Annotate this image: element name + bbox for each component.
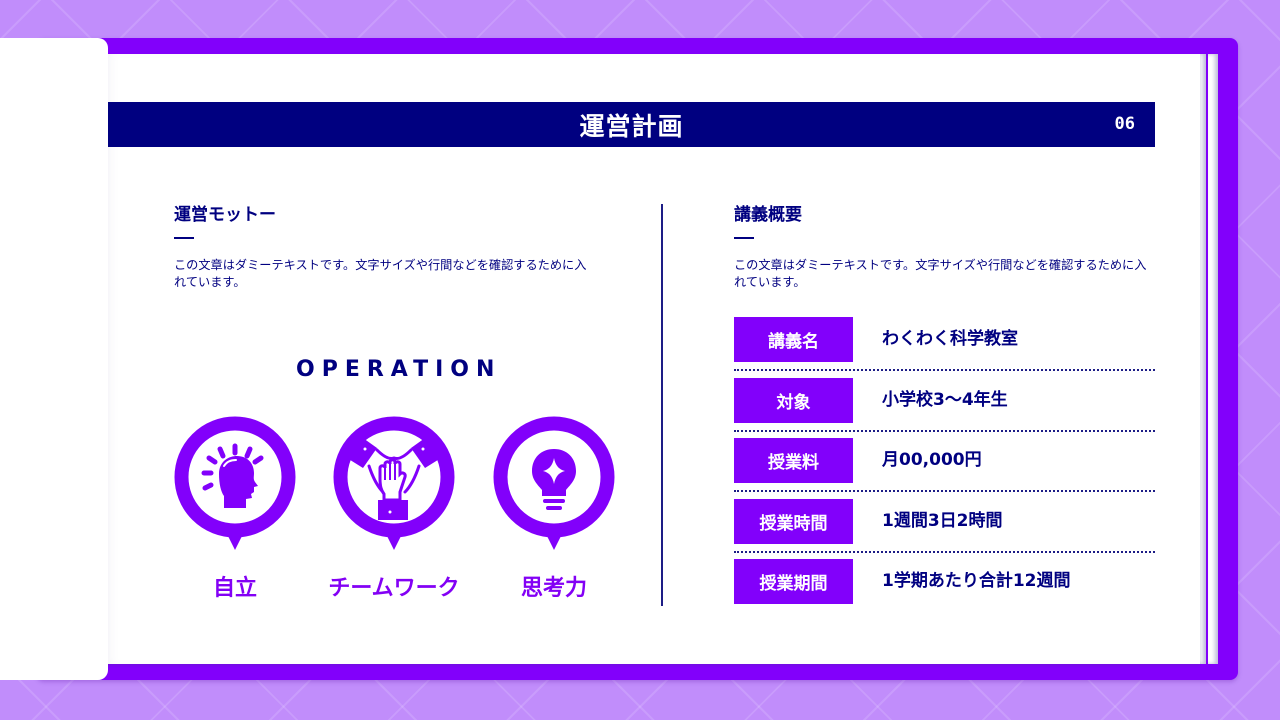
row-key: 授業期間 [734,559,853,604]
pillar-pin-independence [174,416,296,550]
dotted-divider [734,490,1155,492]
slide-sheet [100,54,1200,664]
table-row: 授業時間 1週間3日2時間 [734,498,1155,560]
pillar-label-teamwork: チームワーク [328,576,460,601]
dotted-divider [734,429,1155,432]
table-row: 講義名 わくわく科学教室 [734,317,1155,378]
pillar-label-thinking: 思考力 [520,576,587,601]
row-key: 講義名 [734,317,853,362]
teamwork-hands-icon [333,416,455,550]
page-number: 06 [1114,114,1135,134]
motto-heading: 運営モットー [174,205,276,225]
lightbulb-icon [493,416,615,550]
table-row: 授業料 月00,000円 [734,438,1155,499]
table-row: 対象 小学校3〜4年生 [734,377,1155,439]
page-edge [1196,54,1206,664]
row-key: 授業料 [734,438,853,483]
page-edge [1208,54,1218,664]
motto-body: この文章はダミーテキストです。文字サイズや行間などを確認するために入れています。 [174,258,587,289]
title-bar: 運営計画 06 [108,102,1155,147]
lecture-overview-section: 講義概要 この文章はダミーテキストです。文字サイズや行間などを確認するために入れ… [734,203,1156,291]
motto-section: 運営モットー この文章はダミーテキストです。文字サイズや行間などを確認するために… [174,203,614,291]
head-idea-icon [174,416,296,550]
row-key: 対象 [734,377,853,423]
table-row: 授業期間 1学期あたり合計12週間 [734,559,1155,620]
overview-heading: 講義概要 [734,205,802,225]
pillar-pin-thinking [493,416,615,550]
side-tab [0,38,108,680]
dotted-divider [734,369,1155,371]
row-value: 1週間3日2時間 [882,510,1003,531]
dotted-divider [734,550,1155,553]
row-value: 1学期あたり合計12週間 [882,571,1071,591]
pillar-label-independence: 自立 [212,576,257,601]
pillar-pin-teamwork [333,416,455,550]
column-divider [661,204,663,606]
heading-rule [734,237,754,239]
page-title: 運営計画 [579,111,684,141]
lecture-info-table: 講義名 わくわく科学教室 対象 小学校3〜4年生 授業料 月00,000円 授業… [734,317,1155,620]
overview-body: この文章はダミーテキストです。文字サイズや行間などを確認するために入れています。 [734,258,1147,289]
row-value: 小学校3〜4年生 [882,389,1008,410]
row-value: わくわく科学教室 [882,329,1018,349]
heading-rule [174,237,194,239]
row-key: 授業時間 [734,498,853,544]
row-value: 月00,000円 [882,450,982,470]
operation-label: OPERATION [296,357,502,382]
